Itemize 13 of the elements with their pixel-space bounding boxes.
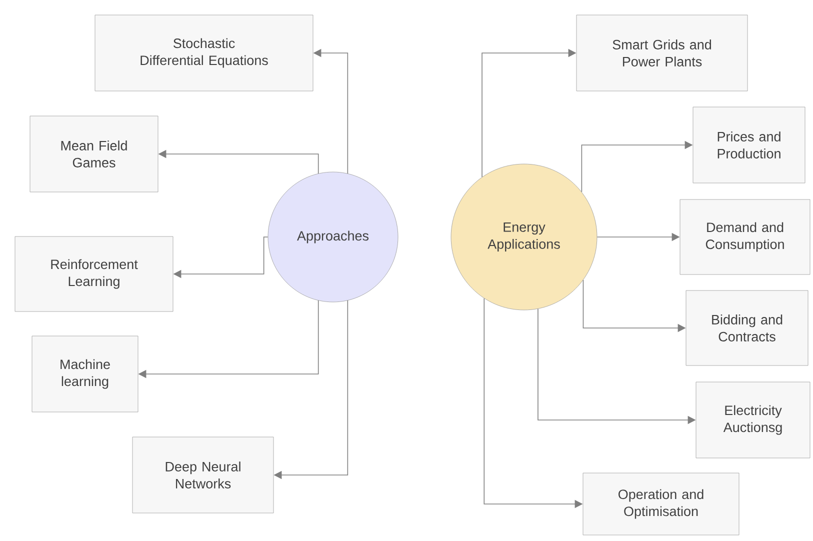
- text-box: Mean Field Games: [30, 116, 158, 192]
- text-box: Bidding and Contracts: [686, 290, 808, 366]
- text-box: Demand and Consumption: [680, 199, 810, 275]
- text-box: Machine learning: [32, 336, 138, 412]
- text-box: Prices and Production: [692, 106, 806, 184]
- circle-node: Energy Applications: [450, 164, 598, 310]
- circle-node: Approaches: [268, 172, 398, 302]
- text-box: Electricity Auctionsg: [696, 382, 810, 458]
- text-box: Stochastic Differential Equations: [94, 14, 314, 92]
- text-box: Operation and Optimisation: [582, 472, 740, 536]
- text-box: Reinforcement Learning: [14, 236, 174, 312]
- text-box: Smart Grids and Power Plants: [576, 14, 748, 92]
- text-box: Deep Neural Networks: [132, 436, 274, 514]
